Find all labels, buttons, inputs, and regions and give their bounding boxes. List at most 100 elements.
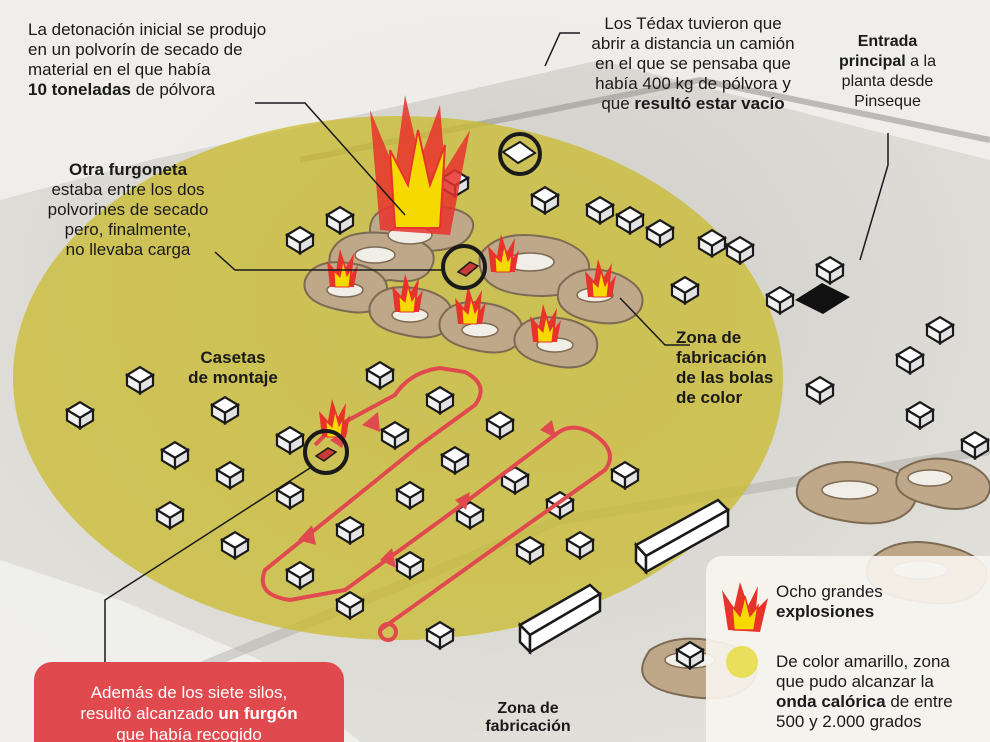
building-face — [393, 428, 410, 451]
building — [514, 535, 546, 566]
building-face — [973, 438, 990, 461]
building — [334, 590, 366, 621]
building-face — [223, 403, 240, 426]
casetas-line2: de montaje — [188, 368, 278, 387]
furgoneta-line4: pero, finalmente, — [64, 220, 192, 239]
building — [614, 205, 646, 236]
entrada-tail2: a la — [905, 53, 936, 70]
highlight-truck — [498, 132, 542, 176]
yellow-dot — [726, 646, 758, 678]
building — [959, 430, 990, 461]
building — [159, 440, 191, 471]
route-arrow — [380, 548, 396, 568]
building-face — [288, 433, 305, 456]
building — [379, 420, 411, 451]
route-arrow — [298, 525, 316, 545]
building-face — [298, 568, 315, 591]
building — [334, 515, 366, 546]
flame-inner — [461, 297, 480, 325]
label-casetas: Casetas de montaje — [178, 348, 288, 388]
tedax-line3: en el que se pensaba que — [595, 54, 791, 73]
small-flame — [488, 234, 519, 273]
building — [564, 530, 596, 561]
furgoneta-bold: Otra furgoneta — [68, 160, 188, 179]
building-face — [468, 508, 485, 531]
building-face — [578, 538, 595, 561]
zona-bolas-line1: Zona de — [676, 328, 742, 347]
detonacion-line1: La detonación inicial se produjo — [28, 20, 267, 39]
silos-pre2: resultó alcanzado — [80, 704, 219, 723]
small-flame — [585, 259, 616, 298]
building-face — [338, 213, 355, 236]
building — [696, 228, 728, 259]
building — [214, 460, 246, 491]
flame-inner — [591, 270, 610, 298]
furgoneta-line3: polvorines de secado — [47, 200, 209, 219]
building-face — [710, 236, 727, 259]
leader-furgoneta — [214, 251, 444, 271]
tedax-line1: Los Tédax tuvieron que — [604, 14, 782, 33]
leader-silos — [104, 467, 311, 662]
leader-detonacion — [255, 102, 406, 216]
silo-inner — [907, 469, 953, 487]
building-face — [513, 473, 530, 496]
detonacion-line2: en un polvorín de secado de — [28, 40, 243, 59]
zone-legend-icon — [726, 646, 758, 678]
building-face — [623, 468, 640, 491]
annotation-furgoneta: Otra furgoneta estaba entre los dos polv… — [28, 160, 228, 260]
building — [674, 640, 706, 671]
building — [394, 480, 426, 511]
truck — [501, 140, 537, 165]
building-face — [628, 213, 645, 236]
building — [454, 500, 486, 531]
building-face — [288, 488, 305, 511]
building — [209, 395, 241, 426]
legend-zone-line1: De color amarillo, zona — [776, 652, 950, 671]
entrada-line4: Pinseque — [854, 93, 921, 110]
zona-bolas-line3: de las bolas — [676, 368, 774, 387]
zona-bolas-line2: fabricación — [676, 348, 767, 367]
building — [274, 425, 306, 456]
zona-bolas-line4: de color — [676, 388, 743, 407]
annotation-tedax: Los Tédax tuvieron que abrir a distancia… — [578, 14, 808, 114]
detonacion-bold: 10 toneladas — [28, 80, 131, 99]
building-face — [498, 418, 515, 441]
building — [644, 218, 676, 249]
building — [364, 360, 396, 391]
flame — [389, 129, 446, 229]
legend-zone-line4: 500 y 2.000 grados — [776, 712, 922, 731]
building — [609, 460, 641, 491]
building — [284, 225, 316, 256]
building-face — [408, 558, 425, 581]
building — [274, 480, 306, 511]
tedax-pre: que — [601, 94, 635, 113]
silos-bold2: un furgón — [218, 704, 298, 723]
warehouse — [528, 591, 602, 655]
building — [219, 530, 251, 561]
building-face — [233, 538, 250, 561]
tedax-line2: abrir a distancia un camión — [591, 34, 795, 53]
legend-zone-text: De color amarillo, zona que pudo alcanza… — [776, 652, 981, 732]
flame-inner — [398, 285, 417, 313]
flame-inner — [494, 245, 513, 273]
building-face — [688, 648, 705, 671]
small-flame — [455, 286, 486, 325]
building-face — [658, 226, 675, 249]
building — [814, 255, 846, 286]
building-face — [558, 498, 575, 521]
building-face — [828, 263, 845, 286]
small-flame — [392, 274, 423, 313]
building-face — [173, 448, 190, 471]
building-face — [298, 233, 315, 256]
legend: Ocho grandes explosiones De color amaril… — [706, 556, 990, 742]
small-explosions — [319, 234, 616, 438]
building — [529, 185, 561, 216]
van — [456, 261, 480, 277]
label-zona-bottom: Zona de fabricación — [478, 700, 578, 736]
building — [764, 285, 796, 316]
building-face — [228, 468, 245, 491]
label-zona-bolas: Zona de fabricación de las bolas de colo… — [676, 328, 796, 408]
vans — [314, 261, 480, 462]
legend-explosion-bold: explosiones — [776, 602, 875, 621]
